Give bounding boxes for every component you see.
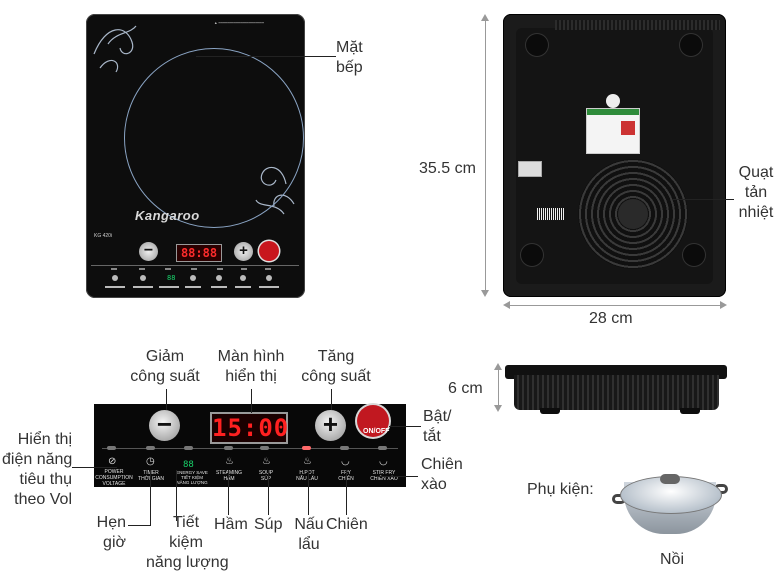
- soup-callout: Súp: [254, 516, 283, 533]
- energy-digits: 88: [183, 460, 194, 470]
- round-sticker: [606, 94, 620, 108]
- brand-logo: Kangaroo: [135, 208, 200, 223]
- side-view-body: [514, 375, 719, 410]
- top-control-icons: 88: [105, 268, 279, 288]
- rubber-foot: [683, 244, 705, 266]
- top-power-button: [259, 241, 279, 261]
- decrease-callout-line: [166, 389, 167, 410]
- energy-led: [184, 446, 193, 450]
- height-dimension-line: [485, 16, 486, 295]
- surface-callout-line: [196, 56, 336, 57]
- top-minus-button: −: [139, 242, 158, 261]
- thickness-dimension-line: [498, 365, 499, 410]
- timer-callout-line-h: [128, 525, 151, 526]
- arrow-down-icon: [494, 405, 502, 412]
- small-sticker: [518, 161, 542, 177]
- timer-led: [146, 446, 155, 450]
- steaming-pot-icon: ♨: [225, 456, 234, 467]
- hotpot-callout-line: [308, 470, 309, 515]
- steam-callout-line: [228, 470, 229, 515]
- cooking-zone-ring: [124, 48, 304, 228]
- rubber-foot: [521, 244, 543, 266]
- on-off-text: ON/OFF: [363, 428, 390, 435]
- soup-led: [260, 446, 269, 450]
- steaming-led: [224, 446, 233, 450]
- fry-callout: Chiên: [326, 516, 368, 533]
- arrow-left-icon: [503, 301, 510, 309]
- arrow-down-icon: [481, 290, 489, 297]
- barcode-sticker: [537, 208, 565, 220]
- steam-callout: Hầm: [214, 516, 248, 533]
- panel-divider: [102, 448, 398, 449]
- energy-callout-line: [176, 470, 177, 521]
- display-callout-line: [251, 389, 252, 413]
- rubber-foot: [680, 34, 702, 56]
- spec-sticker: [586, 108, 640, 154]
- main-display: 15:00: [210, 412, 290, 444]
- arrow-right-icon: [720, 301, 727, 309]
- width-dimension-line: [505, 305, 725, 306]
- thickness-dimension: 6 cm: [448, 380, 483, 397]
- top-control-row: [91, 265, 299, 296]
- svg-text:88: 88: [167, 274, 175, 282]
- stirfry-led: [378, 446, 387, 450]
- side-foot: [680, 408, 700, 414]
- accessory-name: Nồi: [660, 551, 685, 568]
- arrow-up-icon: [494, 363, 502, 370]
- hotpot-led: [302, 446, 311, 450]
- fry-callout-line: [346, 470, 347, 515]
- rubber-foot: [526, 34, 548, 56]
- fry-led: [340, 446, 349, 450]
- soup-callout-line: [268, 470, 269, 515]
- fan-hub: [618, 199, 648, 229]
- power-toggle-callout: Bật/tắt: [423, 408, 452, 445]
- increase-power-button[interactable]: +: [315, 410, 346, 441]
- underside-vent: [555, 20, 720, 30]
- width-dimension: 28 cm: [589, 310, 633, 327]
- power-consumption-icon: ⊘: [108, 456, 117, 467]
- height-dimension: 35.5 cm: [419, 160, 476, 177]
- increase-callout-line: [331, 389, 332, 410]
- clock-icon: ◷: [146, 456, 155, 467]
- warning-sticker: ▲ ━━━━━━━━━━━━━━━━━━━━━: [214, 21, 264, 25]
- decrease-power-button[interactable]: −: [149, 410, 180, 441]
- pot-knob: [660, 474, 680, 484]
- stirfry-callout-line: [376, 476, 418, 477]
- soup-bowl-icon: ♨: [262, 456, 271, 467]
- hotpot-icon: ♨: [303, 456, 312, 467]
- side-foot: [540, 408, 560, 414]
- power-led: [107, 446, 116, 450]
- fan-callout-line: [672, 199, 734, 200]
- timer-callout-line-v: [150, 470, 151, 525]
- power-toggle-callout-line: [389, 426, 421, 427]
- top-plus-button: +: [234, 242, 253, 261]
- on-off-button[interactable]: [357, 405, 389, 437]
- model-number: KG 420i: [94, 233, 113, 239]
- wok-icon: ◡: [379, 456, 388, 467]
- top-display: 88:88: [176, 244, 222, 262]
- frying-pan-icon: ◡: [341, 456, 350, 467]
- accessory-label: Phụ kiện:: [527, 481, 594, 498]
- arrow-up-icon: [481, 14, 489, 21]
- show-power-callout-line: [72, 467, 117, 468]
